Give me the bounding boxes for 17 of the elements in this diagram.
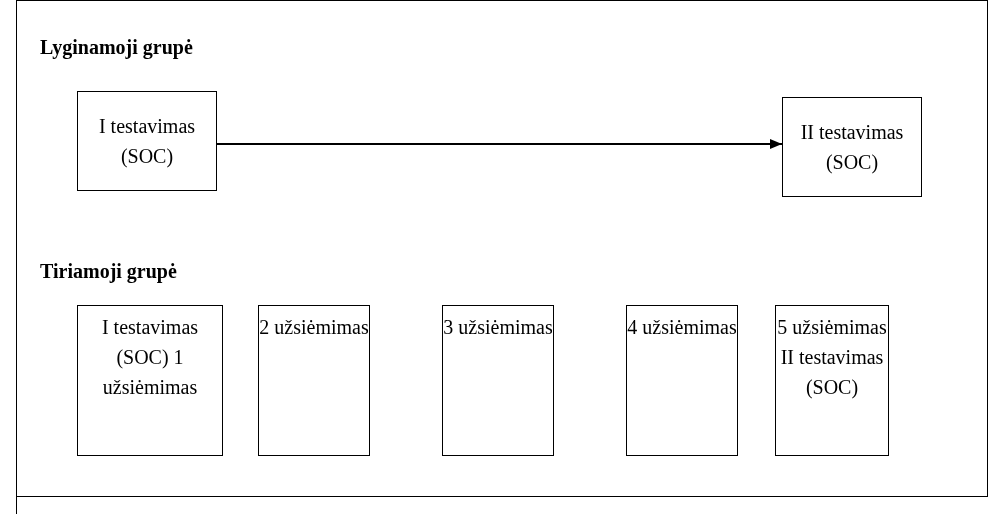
- process-box: [782, 97, 922, 197]
- group-heading: Lyginamoji grupė: [40, 35, 193, 61]
- arrow: [216, 139, 783, 149]
- process-box: [77, 91, 217, 191]
- box-text: II testavimas (SOC): [799, 120, 905, 176]
- process-box: [626, 305, 738, 456]
- process-box: [258, 305, 370, 456]
- group-heading: Tiriamoji grupė: [40, 259, 177, 285]
- box-text: I testavimas (SOC) 1 užsiėmimas: [100, 315, 200, 400]
- box-text: 3 užsiėmimas: [443, 315, 553, 340]
- box-text: 4 užsiėmimas: [627, 315, 737, 340]
- process-box: [442, 305, 554, 456]
- box-text: I testavimas (SOC): [97, 114, 197, 170]
- process-box: [775, 305, 889, 456]
- box-text: 2 užsiėmimas: [259, 315, 369, 340]
- process-box: [77, 305, 223, 456]
- box-text: 5 užsiėmimas II testavimas (SOC): [776, 315, 888, 401]
